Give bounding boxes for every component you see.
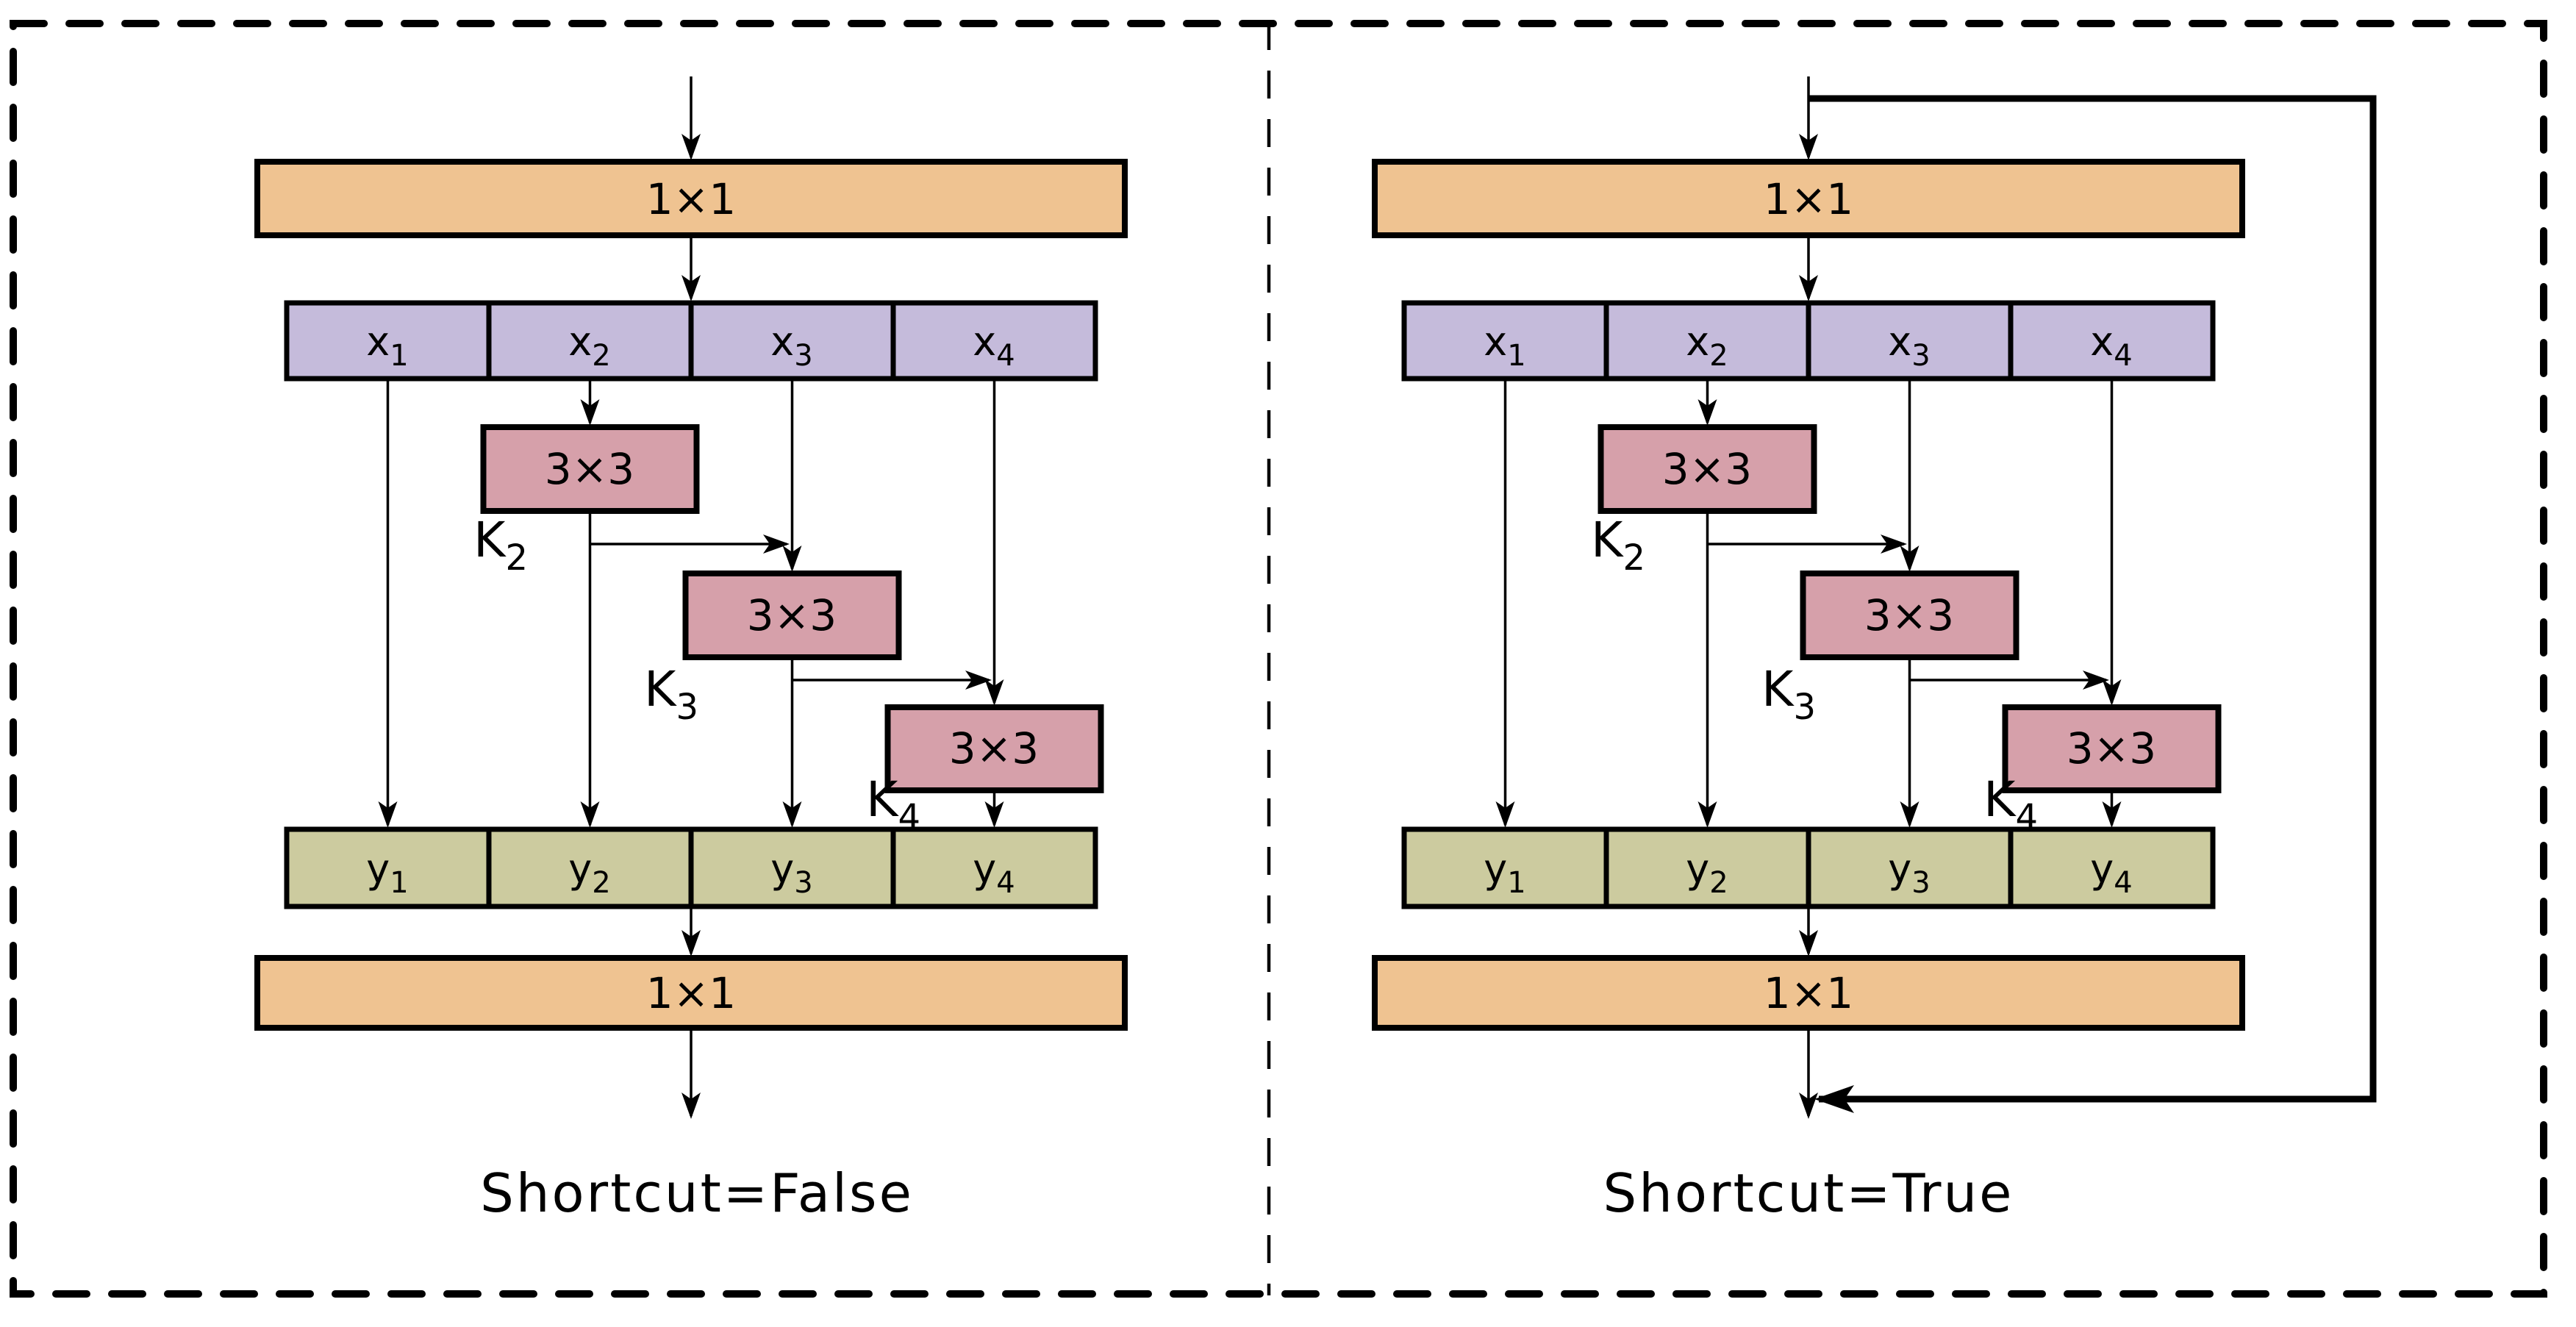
conv-1x1-bottom-label: 1×1 [1764, 968, 1853, 1018]
split-label-x3: x3 [1888, 318, 1930, 373]
kernel-k2-box-label: 3×3 [545, 444, 634, 494]
label-sub: 2 [505, 537, 528, 579]
output-cell-y4 [890, 826, 1098, 909]
output-row: y1 y2 y3 y4 [284, 826, 1098, 909]
label-base: x [1686, 318, 1709, 365]
label-sub: 1 [1507, 866, 1525, 900]
split-label-x4: x4 [2090, 318, 2132, 373]
output-label-y1: y1 [366, 845, 408, 900]
conv-1x1-top-label: 1×1 [1764, 174, 1853, 224]
split-label-x1: x1 [366, 318, 408, 373]
output-cell-y3 [688, 826, 896, 909]
kernel-k2-name: K2 [473, 512, 528, 579]
kernel-k3-box-label: 3×3 [1864, 590, 1954, 640]
label-base: y [568, 845, 592, 892]
kernel-k4-box-label: 3×3 [2067, 723, 2156, 773]
label-base: K [473, 512, 507, 568]
label-base: x [568, 318, 592, 365]
label-sub: 2 [1709, 866, 1728, 900]
output-label-y3: y3 [770, 845, 812, 900]
split-label-x1: x1 [1484, 318, 1525, 373]
label-sub: 3 [1793, 687, 1816, 728]
kernel-k4-box-label: 3×3 [949, 723, 1039, 773]
output-label-y2: y2 [568, 845, 610, 900]
kernel-k4-box [2002, 704, 2222, 793]
label-sub: 2 [592, 866, 610, 900]
label-sub: 1 [1507, 339, 1525, 373]
label-sub: 2 [1622, 537, 1645, 579]
caption-shortcut-true: Shortcut=True [1603, 1162, 2014, 1224]
kernel-k3-box [682, 570, 902, 660]
label-base: K [1591, 512, 1624, 568]
label-base: x [366, 318, 390, 365]
label-sub: 4 [996, 339, 1015, 373]
label-sub: 4 [2114, 339, 2132, 373]
label-sub: 1 [390, 866, 408, 900]
kernel-k3-name: K3 [1761, 661, 1816, 728]
label-sub: 2 [1709, 339, 1728, 373]
label-sub: 3 [1911, 339, 1930, 373]
output-label-y1: y1 [1484, 845, 1525, 900]
label-base: K [1761, 661, 1795, 718]
kernel-k2-box [1598, 424, 1817, 514]
split-cell-x2 [1603, 300, 1811, 382]
label-base: K [866, 771, 899, 828]
label-sub: 3 [794, 866, 812, 900]
label-base: y [1686, 845, 1709, 892]
conv-1x1-bottom-label: 1×1 [646, 968, 736, 1018]
label-base: x [770, 318, 794, 365]
output-cell-y2 [1603, 826, 1811, 909]
kernel-k3-name: K3 [644, 661, 698, 728]
label-base: y [1888, 845, 1911, 892]
panel-shortcut-false: 1×1 x1 x2 x3 x4 3×3 3×3 3×3 K2 [254, 76, 1128, 1224]
label-base: x [1484, 318, 1507, 365]
output-cell-y1 [1401, 826, 1609, 909]
kernel-k2-box [480, 424, 700, 514]
label-sub: 4 [2114, 866, 2132, 900]
label-base: y [973, 845, 996, 892]
label-base: x [1888, 318, 1911, 365]
label-base: y [2090, 845, 2114, 892]
output-cell-y2 [486, 826, 694, 909]
split-row: x1 x2 x3 x4 [284, 300, 1098, 382]
output-cell-y4 [2008, 826, 2216, 909]
label-base: y [770, 845, 794, 892]
conv-1x1-top-box [254, 159, 1128, 238]
label-sub: 3 [794, 339, 812, 373]
kernel-k4-name: K4 [1983, 771, 2038, 838]
output-label-y4: y4 [973, 845, 1015, 900]
label-base: y [366, 845, 390, 892]
shortcut-path [1808, 95, 2377, 1113]
split-label-x2: x2 [568, 318, 610, 373]
split-label-x4: x4 [973, 318, 1015, 373]
output-label-y4: y4 [2090, 845, 2132, 900]
panel-shortcut-true: 1×1 x1 x2 x3 x4 3×3 3×3 3×3 K2 [1372, 76, 2377, 1224]
kernel-k3-box-label: 3×3 [747, 590, 837, 640]
label-sub: 3 [1911, 866, 1930, 900]
output-cell-y1 [284, 826, 492, 909]
label-base: x [2090, 318, 2114, 365]
kernel-k2-box-label: 3×3 [1662, 444, 1752, 494]
label-base: K [1983, 771, 2017, 828]
kernel-k4-box [884, 704, 1104, 793]
label-base: K [644, 661, 677, 718]
split-row: x1 x2 x3 x4 [1401, 300, 2216, 382]
label-sub: 1 [390, 339, 408, 373]
label-sub: 3 [676, 687, 698, 728]
label-base: y [1484, 845, 1507, 892]
output-row: y1 y2 y3 y4 [1401, 826, 2216, 909]
label-sub: 4 [996, 866, 1015, 900]
output-label-y2: y2 [1686, 845, 1728, 900]
caption-shortcut-false: Shortcut=False [480, 1162, 914, 1224]
split-label-x2: x2 [1686, 318, 1728, 373]
label-sub: 2 [592, 339, 610, 373]
conv-1x1-top-label: 1×1 [646, 174, 736, 224]
conv-1x1-bottom-box [254, 955, 1128, 1031]
label-base: x [973, 318, 996, 365]
kernel-k2-name: K2 [1591, 512, 1645, 579]
output-label-y3: y3 [1888, 845, 1930, 900]
kernel-k3-box [1800, 570, 2019, 660]
split-label-x3: x3 [770, 318, 812, 373]
